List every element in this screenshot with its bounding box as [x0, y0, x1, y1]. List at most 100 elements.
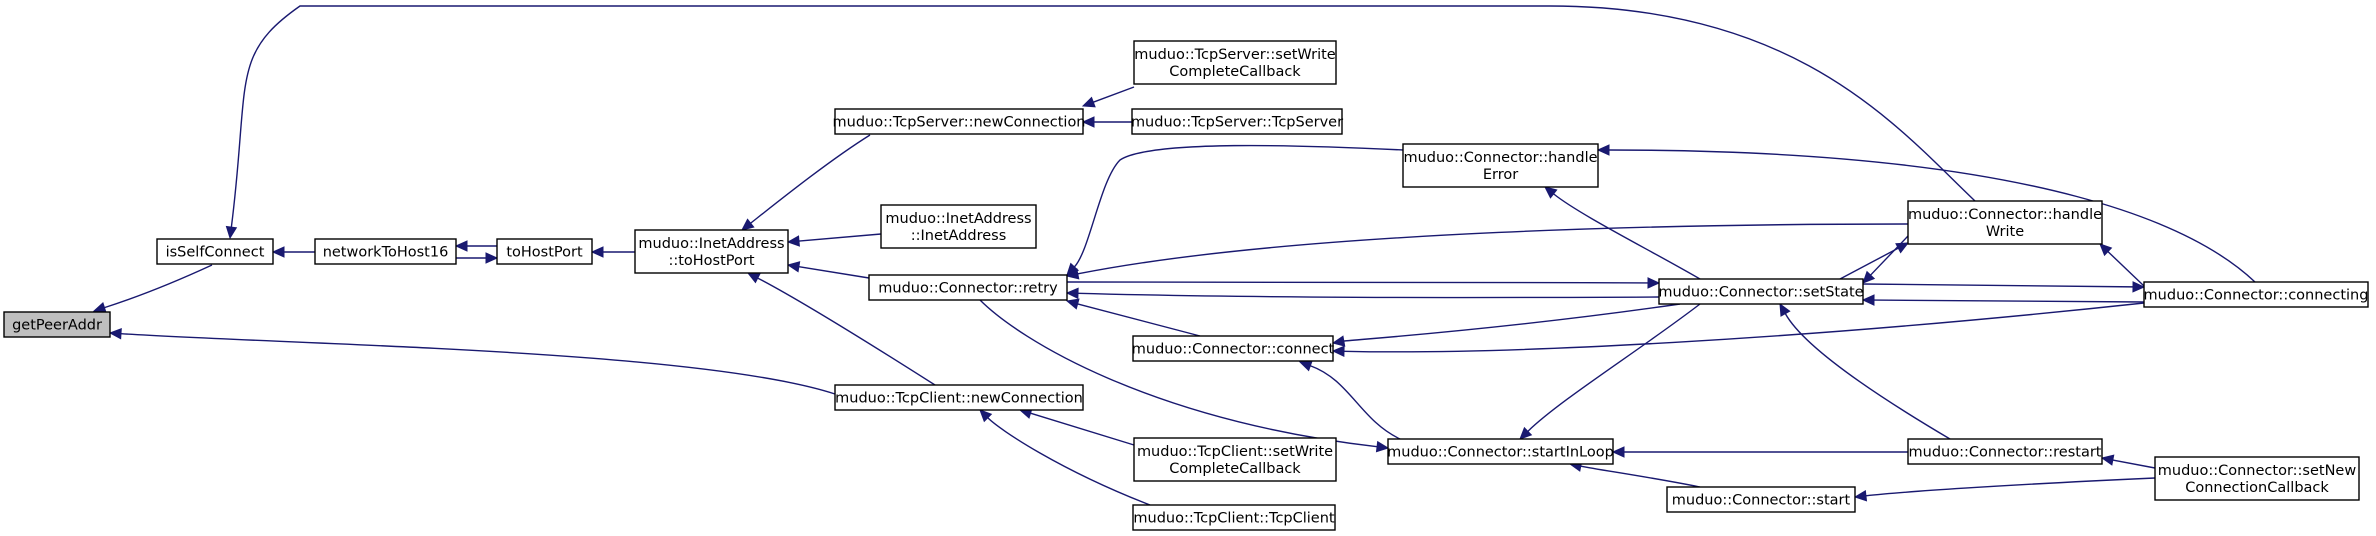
arrowhead-icon: [1861, 294, 1875, 306]
arrowhead-icon: [1596, 144, 1610, 156]
edge-connector-setstate-to-connector-connect: [1331, 303, 1681, 347]
arrowhead-icon: [454, 240, 468, 252]
edge-line: [230, 5, 1976, 228]
edge-line: [1553, 193, 1701, 280]
arrowhead-icon: [225, 225, 238, 240]
node-connector-retry[interactable]: muduo::Connector::retry: [868, 274, 1068, 301]
edge-line: [120, 332, 836, 395]
node-label: muduo::Connector::connecting: [2144, 288, 2369, 304]
edge-connector-connecting-to-connector-handleerror: [1596, 144, 2256, 283]
node-inetaddress-tohostport[interactable]: muduo::InetAddress::toHostPort: [634, 229, 789, 274]
edge-connector-handlewrite-to-isselfconnect: [225, 5, 1976, 240]
edge-line: [1077, 292, 1660, 299]
arrowhead-icon: [271, 246, 285, 258]
edge-line: [798, 233, 882, 242]
arrowhead-icon: [1331, 345, 1345, 358]
node-tcpclient-newconnection[interactable]: muduo::TcpClient::newConnection: [834, 384, 1084, 411]
node-label: muduo::Connector::handle: [1908, 207, 2102, 223]
edge-connector-handlewrite-to-connector-retry: [1065, 223, 1909, 280]
node-label: muduo::TcpServer::setWrite: [1134, 47, 1336, 63]
edge-line: [757, 277, 936, 386]
node-label: muduo::Connector::retry: [878, 281, 1058, 297]
node-label: CompleteCallback: [1169, 64, 1301, 80]
node-tcpserver-newconnection[interactable]: muduo::TcpServer::newConnection: [833, 108, 1086, 135]
edge-line: [1862, 283, 2134, 288]
node-box: [1907, 200, 2103, 245]
arrowhead-icon: [485, 252, 499, 264]
arrowhead-icon: [786, 261, 801, 273]
arrowhead-icon: [2099, 243, 2113, 257]
edges-layer: [92, 5, 2256, 506]
edge-line: [2112, 459, 2156, 469]
node-label: muduo::TcpClient::setWrite: [1137, 444, 1333, 460]
arrowhead-icon: [590, 246, 604, 258]
node-label: muduo::Connector::start: [1672, 493, 1851, 509]
node-box: [314, 238, 457, 265]
edge-line: [1073, 144, 1404, 268]
node-label: Write: [1986, 224, 2024, 240]
arrowhead-icon: [1331, 335, 1346, 347]
node-label: Error: [1483, 167, 1518, 183]
node-box: [834, 108, 1084, 135]
edge-inetaddress-inetaddress-to-inetaddress-tohostport: [786, 233, 882, 247]
arrowhead-icon: [1298, 360, 1313, 372]
node-inetaddress-inetaddress[interactable]: muduo::InetAddress::InetAddress: [880, 204, 1037, 249]
edge-line: [1527, 303, 1701, 432]
edge-tcpclient-newconnection-to-getpeeraddr: [108, 327, 836, 395]
node-networktohost16[interactable]: networkToHost16: [314, 238, 457, 265]
arrowhead-icon: [1065, 268, 1080, 280]
edge-connector-setstate-to-connector-retry: [1065, 287, 1660, 300]
node-box: [880, 204, 1037, 249]
node-tcpserver-setwritecompletecallback[interactable]: muduo::TcpServer::setWriteCompleteCallba…: [1133, 40, 1337, 85]
node-box: [1666, 486, 1856, 513]
node-tcpserver-tcpserver[interactable]: muduo::TcpServer::TcpServer: [1131, 108, 1343, 135]
node-label: CompleteCallback: [1169, 461, 1301, 477]
node-label: muduo::TcpServer::TcpServer: [1131, 115, 1343, 131]
node-connector-startinloop[interactable]: muduo::Connector::startInLoop: [1387, 438, 1614, 465]
edge-networktohost16-to-isselfconnect: [271, 246, 315, 258]
edge-line: [104, 264, 213, 309]
node-label: getPeerAddr: [12, 318, 102, 334]
edge-connector-retry-to-connector-setstate: [1066, 277, 1661, 289]
edge-tcpserver-newconnection-to-inetaddress-tohostport: [741, 134, 871, 231]
arrowhead-icon: [1065, 298, 1080, 310]
node-label: toHostPort: [506, 245, 583, 261]
arrowhead-icon: [1519, 426, 1533, 440]
edge-connector-restart-to-connector-setstate: [1779, 302, 1951, 440]
node-connector-restart[interactable]: muduo::Connector::restart: [1907, 438, 2103, 465]
node-tcpclient-tcpclient[interactable]: muduo::TcpClient::TcpClient: [1132, 504, 1336, 531]
edge-isselfconnect-to-getpeeraddr: [92, 264, 213, 313]
edge-connector-handlewrite-to-connector-setstate: [1862, 235, 1909, 284]
arrowhead-icon: [2100, 454, 2115, 466]
node-connector-connect[interactable]: muduo::Connector::connect: [1132, 335, 1335, 362]
arrowhead-icon: [1862, 270, 1876, 284]
edge-line: [987, 417, 1151, 506]
edge-line: [1030, 412, 1135, 446]
node-connector-start[interactable]: muduo::Connector::start: [1666, 486, 1856, 513]
node-box: [2143, 281, 2369, 308]
node-label: ::InetAddress: [911, 228, 1007, 244]
arrowhead-icon: [1895, 242, 1910, 254]
edge-line: [979, 299, 1378, 448]
edge-line: [1784, 313, 1951, 440]
node-connector-setstate[interactable]: muduo::Connector::setState: [1658, 278, 1864, 305]
edge-line: [1066, 281, 1649, 284]
node-connector-setnewconnectioncallback[interactable]: muduo::Connector::setNewConnectionCallba…: [2154, 456, 2360, 501]
node-box: [1402, 143, 1599, 188]
node-label: networkToHost16: [323, 245, 449, 261]
node-tcpclient-setwritecompletecallback[interactable]: muduo::TcpClient::setWriteCompleteCallba…: [1133, 437, 1337, 482]
edge-tcpclient-tcpclient-to-tcpclient-newconnection: [979, 409, 1151, 506]
edge-connector-start-to-connector-startinloop: [1568, 460, 1701, 488]
edge-connector-setnewconnectioncallback-to-connector-start: [1853, 477, 2156, 502]
edge-connector-restart-to-connector-startinloop: [1611, 446, 1908, 458]
node-tohostport[interactable]: toHostPort: [496, 238, 593, 265]
node-getpeeraddr[interactable]: getPeerAddr: [3, 311, 111, 338]
arrowhead-icon: [1611, 446, 1625, 458]
edge-connector-connecting-to-connector-connect: [1331, 302, 2145, 358]
node-connector-connecting[interactable]: muduo::Connector::connecting: [2143, 281, 2369, 308]
node-label: muduo::Connector::startInLoop: [1387, 445, 1614, 461]
node-label: muduo::InetAddress: [638, 236, 784, 252]
node-isselfconnect[interactable]: isSelfConnect: [156, 238, 274, 265]
